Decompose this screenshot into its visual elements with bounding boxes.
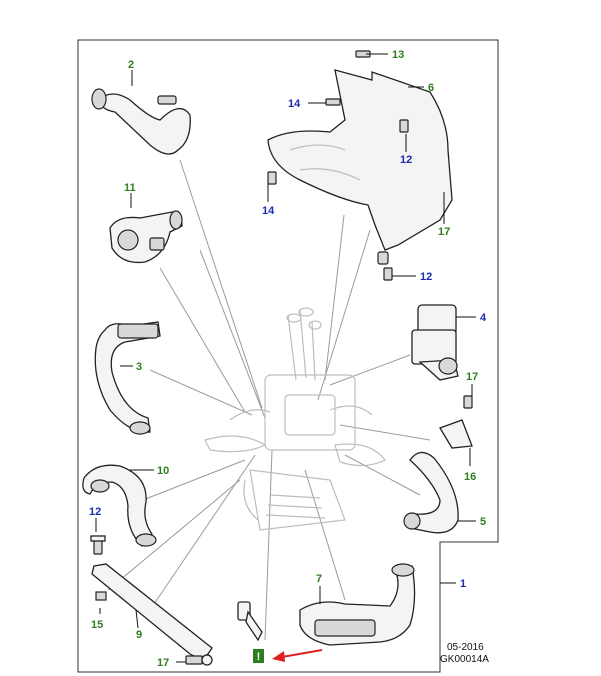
callout-12-top: 12 bbox=[400, 154, 412, 166]
callout-1: 1 bbox=[460, 578, 466, 590]
part-9-strap bbox=[91, 563, 213, 658]
part-4-valve bbox=[411, 304, 459, 381]
callout-3: 3 bbox=[136, 361, 142, 373]
callout-ticks bbox=[95, 53, 476, 663]
callout-14-top: 14 bbox=[288, 98, 301, 110]
info-badge[interactable]: ! bbox=[253, 649, 264, 663]
part-12-bolt-left bbox=[90, 535, 106, 555]
info-badge-text: ! bbox=[257, 651, 261, 663]
diagram-frame bbox=[77, 39, 499, 673]
part-10-hose bbox=[82, 464, 157, 547]
footer-date: 05-2016 bbox=[447, 642, 484, 653]
fastener-bolts-top bbox=[267, 50, 409, 281]
leader-lines bbox=[107, 159, 431, 641]
sensor-part bbox=[237, 601, 263, 642]
callout-11: 11 bbox=[124, 182, 136, 194]
callout-4: 4 bbox=[480, 312, 487, 324]
callout-2: 2 bbox=[128, 59, 134, 71]
callout-17-right: 17 bbox=[466, 371, 478, 383]
callout-10: 10 bbox=[157, 465, 169, 477]
part-3-hose bbox=[94, 321, 161, 435]
warning-arrow bbox=[272, 649, 323, 662]
part-7-heater bbox=[299, 563, 416, 646]
callout-12-left: 12 bbox=[89, 506, 101, 518]
callout-6: 6 bbox=[428, 82, 434, 94]
callout-15: 15 bbox=[91, 619, 103, 631]
callout-5: 5 bbox=[480, 516, 486, 528]
part-11-pump bbox=[109, 210, 183, 264]
callout-7: 7 bbox=[316, 573, 322, 585]
callout-9: 9 bbox=[136, 629, 142, 641]
part-5-hose bbox=[403, 451, 459, 534]
footer: 05-2016 GK00014A bbox=[440, 642, 489, 665]
part-2-hose bbox=[91, 88, 191, 155]
part-17-bolt-right bbox=[463, 395, 473, 409]
footer-code: GK00014A bbox=[440, 654, 489, 665]
part-6-heat-shield bbox=[267, 69, 453, 265]
part-17-bolt-bottom bbox=[185, 654, 213, 666]
callout-16: 16 bbox=[464, 471, 476, 483]
callout-13: 13 bbox=[392, 49, 404, 61]
central-heater-assembly bbox=[204, 307, 386, 531]
part-16-bracket bbox=[439, 419, 473, 449]
callout-17-bottom: 17 bbox=[157, 657, 169, 669]
callout-labels: 2 11 3 10 12 15 9 17 13 14 6 12 14 17 12… bbox=[89, 49, 487, 669]
callout-12-mid: 12 bbox=[420, 271, 432, 283]
callout-14-mid: 14 bbox=[262, 205, 275, 217]
callout-17-top: 17 bbox=[438, 226, 450, 238]
